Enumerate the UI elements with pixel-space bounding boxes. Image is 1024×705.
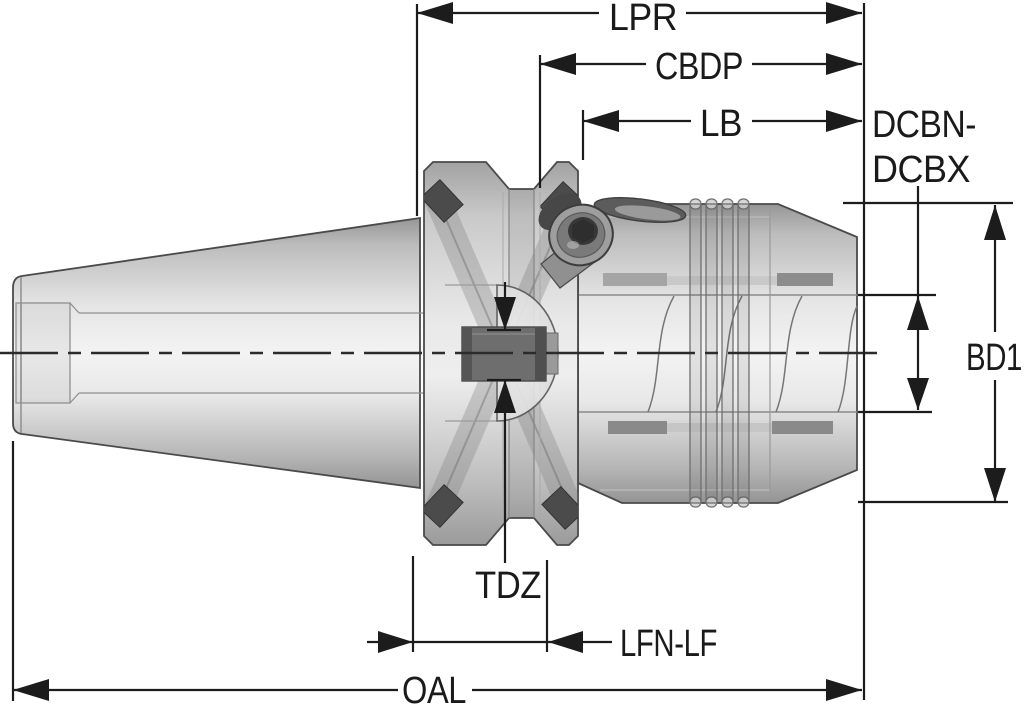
set-screw	[538, 193, 614, 289]
dimensions	[11, 2, 1013, 701]
extension-lines	[11, 3, 1013, 701]
dim-label-dcbn-line2: DCBX	[872, 149, 970, 191]
dim-label-lpr: LPR	[609, 0, 677, 39]
dim-label-lb: LB	[700, 103, 742, 145]
dim-tdz	[494, 282, 516, 563]
dim-lfn-lf	[367, 631, 612, 653]
dim-lpr	[417, 2, 862, 24]
dim-label-lfn-lf: LFN-LF	[620, 623, 717, 665]
dim-oal	[13, 679, 862, 701]
dim-label-dcbn-line1: DCBN-	[872, 104, 976, 146]
dim-label-bd1: BD1	[966, 337, 1022, 379]
dim-label-cbdp: CBDP	[655, 46, 743, 88]
set-screw-hex-flats	[572, 219, 594, 243]
helical-flute-curves	[647, 295, 858, 413]
set-screw-highlight	[567, 241, 579, 249]
dim-label-oal: OAL	[402, 670, 466, 705]
dim-dcbn-dcbx	[907, 186, 929, 410]
dim-bd1	[984, 205, 1006, 502]
dim-label-tdz: TDZ	[475, 565, 541, 607]
dim-cbdp	[540, 53, 862, 75]
dim-lb	[583, 110, 862, 132]
screw-hole-opening	[593, 197, 687, 223]
